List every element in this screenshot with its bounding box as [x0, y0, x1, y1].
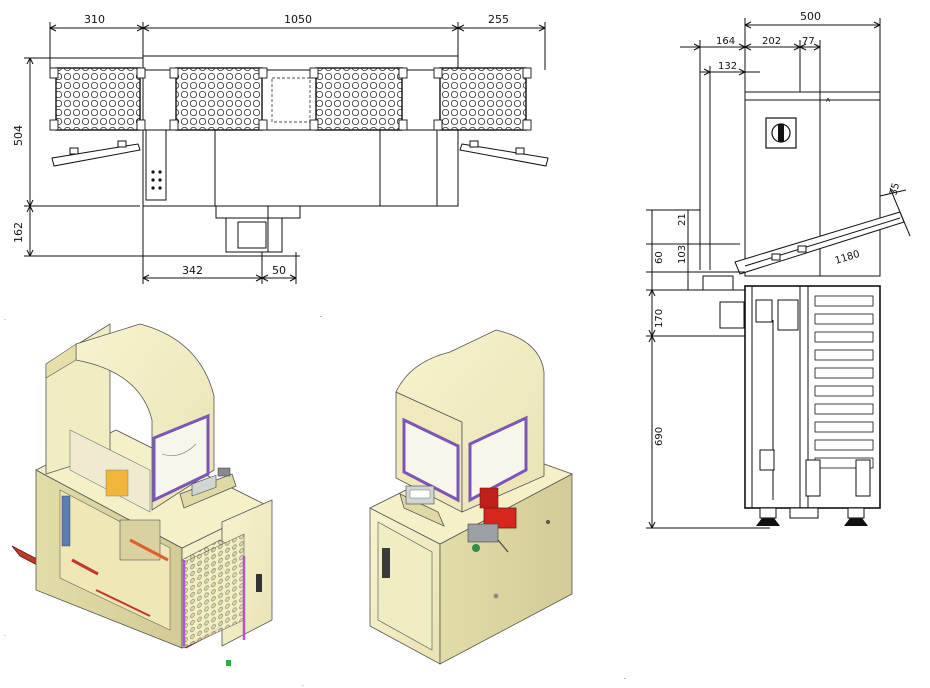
- plate-chute: [734, 187, 911, 275]
- plate-rack-2: [175, 67, 263, 131]
- dim-offset: 342: [182, 264, 203, 277]
- bottom-dimension-line: [142, 206, 297, 284]
- top-dimension-line: [49, 22, 546, 70]
- plate-tower: [181, 533, 246, 649]
- loading-ramp-left: [51, 140, 141, 167]
- dim-depth: 504: [12, 125, 25, 146]
- dim-690: 690: [654, 427, 665, 446]
- dim-60: 60: [654, 251, 665, 264]
- dim-202: 202: [762, 36, 781, 47]
- plate-rack-3: [315, 67, 403, 131]
- svg-text:ʌ: ʌ: [826, 96, 830, 104]
- dim-103: 103: [677, 245, 688, 264]
- rack-clamps: [49, 67, 532, 131]
- closed-control-panel: [399, 485, 445, 527]
- svg-text:.: .: [4, 315, 6, 322]
- dim-right-wing: 255: [488, 13, 509, 26]
- side-left-dimensions: [646, 209, 770, 529]
- side-feet: [756, 507, 868, 526]
- dim-21: 21: [677, 213, 688, 226]
- dim-overall-width: 1050: [284, 13, 312, 26]
- side-view: 500 164 202 77 132 ʌ 35 1180: [646, 10, 911, 529]
- dim-164: 164: [716, 36, 735, 47]
- left-dimension-line: [24, 57, 300, 257]
- side-conveyor-head: [702, 275, 734, 291]
- top-view: 310 1050 255 504 162: [12, 13, 549, 284]
- control-box-outline: [145, 129, 167, 201]
- side-tray-stack: [814, 295, 874, 469]
- plate-rack-1: [55, 67, 141, 131]
- plate-rack-4: [439, 67, 527, 131]
- control-panel-display: [179, 467, 237, 509]
- dim-overall-depth: 500: [800, 10, 821, 23]
- dim-170: 170: [654, 309, 665, 328]
- isometric-view-open: [11, 323, 273, 666]
- lower-module: [215, 205, 301, 253]
- dim-small-offset: 50: [272, 264, 286, 277]
- closed-red-module: [467, 487, 517, 553]
- svg-text:-: -: [320, 313, 322, 320]
- closed-hood-window-side: [468, 415, 528, 503]
- dim-132: 132: [718, 61, 737, 72]
- side-top-dimensions: [680, 18, 881, 270]
- side-motor: [719, 301, 745, 329]
- dim-lower-depth: 162: [12, 222, 25, 243]
- dim-angle: 35: [888, 182, 902, 197]
- svg-text:.: .: [4, 631, 6, 638]
- isometric-view-closed: [369, 329, 573, 665]
- hood-window: [152, 413, 210, 503]
- dim-left-wing: 310: [84, 13, 105, 26]
- key-switch-icon: [765, 117, 797, 149]
- svg-text:.: .: [302, 681, 304, 688]
- dim-77: 77: [802, 36, 815, 47]
- svg-text:-: -: [624, 675, 626, 682]
- loading-ramp-right: [459, 140, 549, 167]
- closed-hood-window-front: [402, 417, 460, 503]
